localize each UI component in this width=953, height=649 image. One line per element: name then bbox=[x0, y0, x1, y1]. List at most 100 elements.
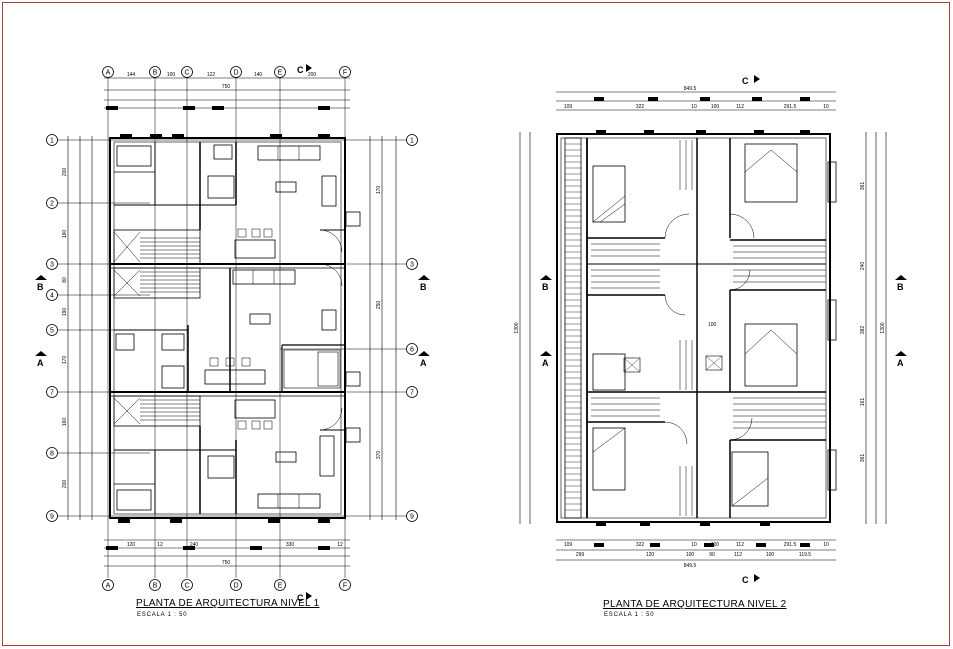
plan2-top-total: 849.5 bbox=[684, 86, 697, 92]
plan1-top-dim: 200 bbox=[308, 72, 317, 78]
plan2-section-a-right: A bbox=[895, 351, 907, 368]
plan2-bottom-dim: 10 bbox=[823, 542, 829, 548]
plan2-bottom-dim: 100 bbox=[711, 542, 720, 548]
plan1-section-b-right: B bbox=[418, 275, 430, 292]
wall-marker bbox=[118, 519, 130, 523]
axis-bubble-bottom-f: F bbox=[339, 579, 351, 591]
plan1-grid-lines bbox=[58, 75, 408, 578]
wall-marker bbox=[644, 130, 654, 134]
plan2-section-c-label: C bbox=[742, 76, 749, 86]
wall-marker bbox=[170, 519, 182, 523]
axis-bubble-bottom-c-label: C bbox=[184, 583, 189, 590]
axis-bubble-left-8: 8 bbox=[46, 447, 58, 459]
plan2-scale: ESCALA 1 : 50 bbox=[604, 612, 655, 618]
plan2-bottom-dim: 112 bbox=[736, 542, 744, 548]
plan2-section-c-bottom: C bbox=[742, 574, 760, 585]
plan2-section-c-label-bottom: C bbox=[742, 575, 749, 585]
axis-bubble-bottom-c: C bbox=[181, 579, 193, 591]
axis-bubble-top-b: B bbox=[149, 66, 161, 78]
plan2-bottom-dim2: 120 bbox=[646, 552, 655, 558]
plan1-left-dim: 190 bbox=[62, 308, 68, 317]
plan2-bottom-dim2: 119.5 bbox=[799, 552, 811, 558]
axis-bubble-right-6-label: 6 bbox=[410, 347, 414, 354]
plan2-section-c-top: C bbox=[742, 75, 760, 86]
axis-bubble-bottom-f-label: F bbox=[343, 583, 347, 590]
wall-marker bbox=[120, 134, 132, 138]
wall-marker bbox=[212, 106, 224, 110]
plan2-section-b-left: B bbox=[540, 275, 552, 292]
plan1-left-dim: 200 bbox=[62, 168, 68, 177]
wall-marker bbox=[183, 546, 195, 550]
wall-marker bbox=[596, 522, 606, 526]
plan2-top-dim: 291.5 bbox=[784, 104, 797, 110]
plan2-section-b-right-label: B bbox=[897, 282, 904, 292]
plan2-top-dim: 109 bbox=[564, 104, 573, 110]
plan1-wall-markers bbox=[106, 106, 330, 550]
wall-marker bbox=[106, 106, 118, 110]
plan1-left-dim: 160 bbox=[62, 418, 68, 427]
plan2-title: PLANTA DE ARQUITECTURA NIVEL 2 bbox=[603, 599, 787, 610]
axis-bubble-top-d: D bbox=[230, 66, 242, 78]
axis-bubble-right-1-label: 1 bbox=[410, 138, 414, 145]
wall-marker bbox=[650, 543, 660, 547]
axis-bubble-left-5: 5 bbox=[46, 324, 58, 336]
plan2-side-dim: 240 bbox=[860, 262, 866, 271]
axis-bubble-right-7-label: 7 bbox=[410, 390, 414, 397]
wall-marker bbox=[150, 134, 162, 138]
axis-bubble-right-6: 6 bbox=[406, 343, 418, 355]
plan2-side-dim: 161 bbox=[860, 398, 866, 407]
plan1-section-a-left-label: A bbox=[37, 358, 44, 368]
wall-marker bbox=[800, 130, 810, 134]
plan1-title: PLANTA DE ARQUITECTURA NIVEL 1 bbox=[136, 598, 320, 609]
axis-bubble-right-7: 7 bbox=[406, 386, 418, 398]
plan2-bottom-dim: 322 bbox=[636, 542, 645, 548]
wall-marker bbox=[318, 134, 330, 138]
axis-bubble-right-9-label: 9 bbox=[410, 514, 414, 521]
axis-bubble-left-7: 7 bbox=[46, 386, 58, 398]
wall-marker bbox=[648, 97, 658, 101]
plan2-bottom-dim: 291.5 bbox=[784, 542, 797, 548]
wall-marker bbox=[183, 106, 195, 110]
wall-marker bbox=[704, 543, 714, 547]
wall-marker bbox=[268, 519, 280, 523]
plan1-section-c-top: C bbox=[297, 64, 312, 75]
axis-bubble-left-5-label: 5 bbox=[50, 328, 54, 335]
wall-marker bbox=[250, 546, 262, 550]
plan1-dimension-lines bbox=[67, 77, 397, 567]
plan2-total-height-left: 1300 bbox=[514, 322, 520, 333]
plan2-bottom-total: 849.5 bbox=[684, 563, 697, 569]
axis-bubble-bottom-e-label: E bbox=[278, 583, 283, 590]
plan1-top-dim: 122 bbox=[207, 72, 216, 78]
plan1-left-dim: 170 bbox=[62, 356, 68, 365]
plan2-top-dim: 112 bbox=[736, 104, 744, 110]
plan2-floorplan bbox=[556, 133, 837, 523]
axis-bubble-top-a: A bbox=[102, 66, 114, 78]
plan1-section-a-right: A bbox=[418, 351, 430, 368]
plan1-section-b-left: B bbox=[35, 275, 47, 292]
plan2-total-height-right: 1300 bbox=[880, 322, 886, 333]
wall-marker bbox=[700, 97, 710, 101]
plan2-dimension-lines bbox=[519, 91, 887, 561]
plan2-bottom-dim2: 90 bbox=[709, 552, 715, 558]
wall-marker bbox=[318, 106, 330, 110]
plan1-section-c-label: C bbox=[297, 65, 304, 75]
wall-marker bbox=[594, 543, 604, 547]
plan2-top-dim: 322 bbox=[636, 104, 645, 110]
plan1-top-dim: 140 bbox=[254, 72, 263, 78]
wall-marker bbox=[754, 130, 764, 134]
wall-marker bbox=[756, 543, 766, 547]
plan1-bottom-dim: 12 bbox=[337, 542, 343, 548]
axis-bubble-left-3-label: 3 bbox=[50, 262, 54, 269]
wall-marker bbox=[318, 519, 330, 523]
plan1-section-a-right-label: A bbox=[420, 358, 427, 368]
wall-marker bbox=[696, 130, 706, 134]
axis-bubble-top-e-label: E bbox=[278, 70, 283, 77]
plan2-side-dim: 361 bbox=[860, 182, 866, 191]
wall-marker bbox=[800, 97, 810, 101]
plan2-bottom-dim: 109 bbox=[564, 542, 573, 548]
